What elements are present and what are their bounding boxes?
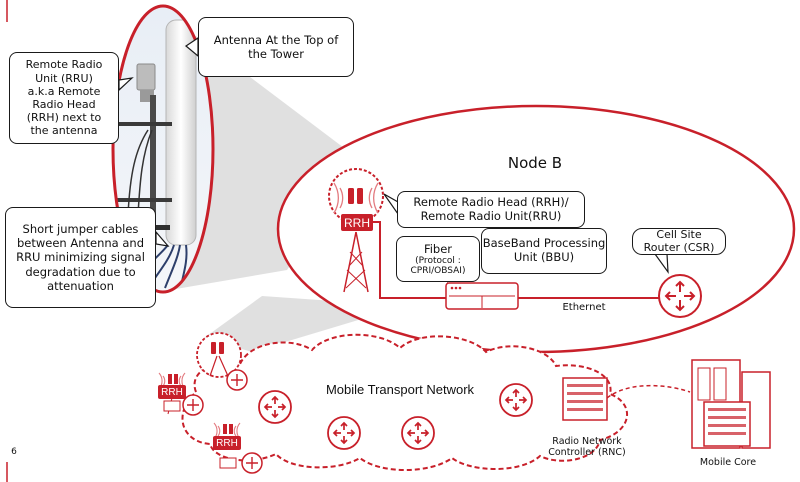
server-rack-icon [691, 359, 771, 449]
fiber-title: Fiber [423, 241, 453, 256]
router-icon [182, 394, 204, 416]
router-icon [258, 390, 292, 424]
cloud-title: Mobile Transport Network [325, 382, 475, 397]
rrh-label-left: RRH [158, 385, 186, 399]
jumper-callout-pointer [155, 230, 170, 247]
antenna-top-callout: Antenna At the Top of the Tower [198, 17, 354, 77]
rrh-box-icon [163, 400, 181, 412]
core-link [606, 384, 691, 399]
router-icon [327, 416, 361, 450]
bbu-callout: BaseBand Processing Unit (BBU) [481, 228, 607, 274]
rrh-label-node-b: RRH [341, 214, 373, 231]
node-b-title: Node B [507, 154, 563, 172]
tower-icon [196, 332, 242, 378]
rnc-label: Radio Network Controller (RNC) [548, 436, 626, 459]
mobile-core-label: Mobile Core [699, 457, 757, 468]
rrh-label-bottom: RRH [213, 436, 241, 450]
csr-callout: Cell Site Router (CSR) [632, 228, 726, 255]
antenna-icon [158, 372, 186, 390]
jumper-cables-callout: Short jumper cables between Antenna and … [5, 207, 156, 308]
router-icon [401, 416, 435, 450]
router-icon [241, 452, 263, 474]
fiber-protocol: (Protocol : CPRI/OBSAI) [410, 255, 466, 276]
ethernet-label: Ethernet [562, 302, 606, 313]
mobile-transport-cloud [181, 333, 628, 471]
rru-callout-pointer [118, 77, 134, 92]
antenna-icon [213, 422, 241, 440]
rrh-callout: Remote Radio Head (RRH)/ Remote Radio Un… [397, 191, 585, 228]
rru-description-callout: Remote Radio Unit (RRU) a.k.a Remote Rad… [9, 52, 119, 144]
router-icon [226, 369, 248, 391]
router-icon [499, 383, 533, 417]
fiber-link [372, 221, 446, 299]
fiber-callout: Fiber (Protocol : CPRI/OBSAI) [396, 236, 480, 282]
bbu-device-icon [445, 282, 519, 310]
rrh-box-icon [219, 457, 237, 469]
rnc-device-icon [562, 377, 608, 421]
router-icon [658, 274, 702, 318]
page-number: 6 [11, 447, 17, 457]
